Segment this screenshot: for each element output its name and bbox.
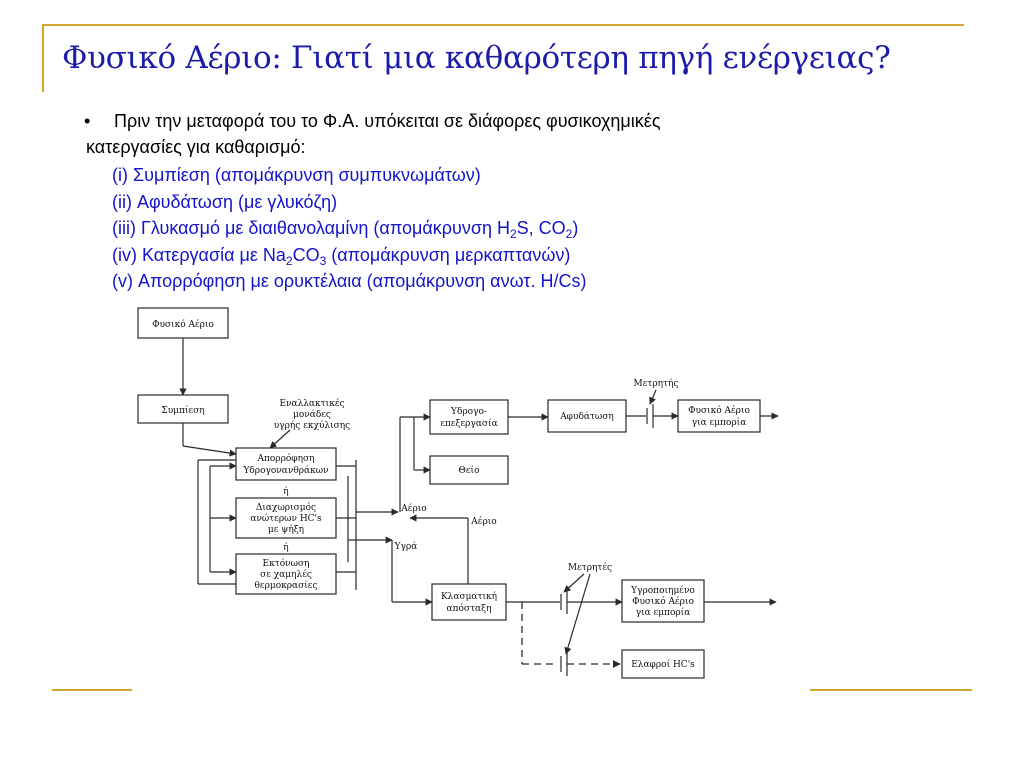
list-item-v: (v) Απορρόφηση με ορυκτέλαια (απομάκρυνσ… [112,271,587,291]
box-compression [137,394,229,424]
list-item-iii-part: ) [572,218,579,238]
gas-label-2: Αέριο [470,516,496,527]
box-lpg-line-3: για εμπορία [636,607,691,618]
top-accent-line [44,24,964,26]
box-fractional-line-2: απόσταξη [447,603,492,614]
gas-label-1: Αέριο [400,503,426,514]
box-absorption-line-1: Απορρόφηση [256,453,314,464]
bottom-left-accent-line [52,689,132,691]
bullet-text: • Πριν την μεταφορά του το Φ.Α. υπόκειτα… [84,108,946,160]
bullet-line-2: κατεργασίες για καθαρισμό: [86,137,306,157]
list-item-ii: (ii) Αφυδάτωση (με γλυκόζη) [112,191,338,212]
box-expansion-line-2: σε χαμηλές [260,569,312,580]
treatment-list: (i) Συμπίεση (απομάκρυνση συμπυκνωμάτων)… [112,162,587,295]
subscript: 3 [319,253,327,268]
box-lpg-line-1: Υγροποιημένο [630,585,695,596]
bullet-symbol: • [84,111,91,131]
box-gas-trade-line-1: Φυσικό Αέριο [688,405,750,416]
alternatives-line-2: μονάδες [293,409,331,420]
box-hydrotreating-line-1: Υδρογο- [450,407,487,417]
box-natural-gas-label: Φυσικό Αέριο [152,319,214,330]
box-gas-trade-line-2: για εμπορία [692,417,747,428]
process-flow-diagram: Φυσικό Αέριο Συμπίεση Εναλλακτικές μονάδ… [110,300,790,700]
box-expansion-line-1: Εκτόνωση [263,558,310,569]
list-item-iii-part: S, CO [516,218,566,238]
subscript: 2 [565,227,573,241]
box-light-hc-label: Ελαφροί HC's [631,659,695,670]
box-compression-label: Συμπίεση [161,405,204,416]
box-light-hc [621,649,705,679]
list-item-iii: (iii) Γλυκασμό με διαιθανολαμίνη (απομάκ… [112,215,587,242]
box-absorption-line-2: Υδρογονανθράκων [242,465,328,476]
subscript: 2 [285,253,293,268]
list-item-iv-part: (iv) Κατεργασία με Na [112,244,286,265]
box-separation-line-1: Διαχωρισμός [256,502,316,513]
list-item-iv-part: CO [292,244,320,265]
box-absorption [235,447,337,481]
list-item-iv-part: (απομάκρυνση μερκαπτανών) [326,244,571,265]
box-lpg [621,579,705,623]
meters-label: Μετρητές [568,562,612,573]
box-expansion-line-3: θερμοκρασίες [254,580,317,591]
flow-connectors [179,338,779,655]
box-hydrotreating-line-2: επεξεργασία [440,418,497,429]
list-item-i: (i) Συμπίεση (απομάκρυνση συμπυκνωμάτων) [112,165,481,185]
box-separation-line-2: ανώτερων HC's [250,513,322,524]
subscript: 2 [509,227,517,241]
box-fractional-distillation [431,583,507,621]
alternatives-line-3: υγρής εκχύλισης [274,420,350,431]
box-separation-line-3: με ψήξη [268,524,304,535]
list-item-iv: (iv) Κατεργασία με Na2CO3 (απομάκρυνση μ… [112,242,587,269]
dashed-light-hc-line [521,602,621,676]
box-dehydration-label: Αφυδάτωση [559,411,614,422]
alternatives-line-1: Εναλλακτικές [279,398,344,409]
bullet-line-1: Πριν την μεταφορά του το Φ.Α. υπόκειται … [114,111,661,131]
box-fractional-line-1: Κλασματική [441,591,497,602]
box-sulfur-label: Θείο [459,465,480,476]
flow-diagram-svg: Φυσικό Αέριο Συμπίεση Εναλλακτικές μονάδ… [137,307,779,679]
or-label-1: ή [283,486,288,497]
or-label-2: ή [283,542,288,553]
bottom-right-accent-line [810,689,972,691]
list-item-iii-part: (iii) Γλυκασμό με διαιθανολαμίνη (απομάκ… [112,218,510,238]
left-accent-line [42,24,44,92]
liquids-label: Υγρά [394,541,418,552]
slide-title: Φυσικό Αέριο: Γιατί μια καθαρότερη πηγή … [62,40,891,76]
meter-label: Μετρητής [634,378,679,389]
box-lpg-line-2: Φυσικό Αέριο [632,596,694,607]
